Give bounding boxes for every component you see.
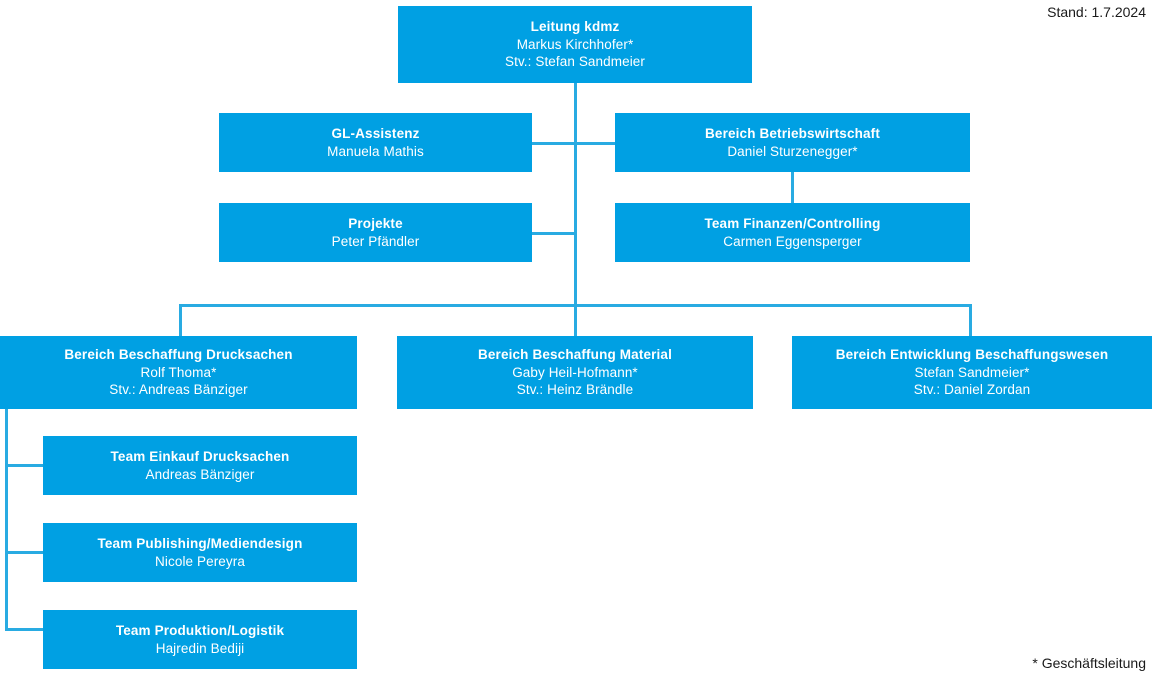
connector-branch-projekte bbox=[531, 232, 577, 235]
node-bereich-betriebswirtschaft[interactable]: Bereich Betriebswirtschaft Daniel Sturze… bbox=[615, 113, 970, 172]
node-gl-assistenz[interactable]: GL-Assistenz Manuela Mathis bbox=[219, 113, 532, 172]
connector-drop-drucksachen bbox=[179, 304, 182, 336]
node-team-finanzen-controlling[interactable]: Team Finanzen/Controlling Carmen Eggensp… bbox=[615, 203, 970, 262]
node-person: Nicole Pereyra bbox=[155, 553, 245, 569]
node-team-produktion-logistik[interactable]: Team Produktion/Logistik Hajredin Bediji bbox=[43, 610, 357, 669]
connector-trunk-main bbox=[574, 83, 577, 338]
node-bereich-beschaffung-drucksachen[interactable]: Bereich Beschaffung Drucksachen Rolf Tho… bbox=[0, 336, 357, 409]
node-title: Team Finanzen/Controlling bbox=[704, 215, 881, 231]
node-person: Peter Pfändler bbox=[331, 233, 420, 249]
node-deputy: Stv.: Daniel Zordan bbox=[913, 382, 1031, 398]
node-team-publishing-mediendesign[interactable]: Team Publishing/Mediendesign Nicole Pere… bbox=[43, 523, 357, 582]
node-deputy: Stv.: Andreas Bänziger bbox=[109, 382, 248, 398]
node-title: Team Einkauf Drucksachen bbox=[110, 448, 290, 464]
connector-branch-gl-assistenz bbox=[531, 142, 577, 145]
node-title: Team Produktion/Logistik bbox=[115, 622, 285, 638]
node-person: Gaby Heil-Hofmann* bbox=[512, 364, 638, 380]
connector-spine-drucksachen-teams bbox=[5, 409, 8, 631]
node-title: Bereich Betriebswirtschaft bbox=[705, 125, 880, 141]
connector-branch-betriebswirtschaft bbox=[574, 142, 618, 145]
connector-stub-team-produktion bbox=[5, 628, 44, 631]
node-title: Leitung kdmz bbox=[530, 18, 620, 34]
node-title: GL-Assistenz bbox=[331, 125, 420, 141]
stand-date-label: Stand: 1.7.2024 bbox=[1047, 4, 1146, 20]
node-bereich-entwicklung-beschaffungswesen[interactable]: Bereich Entwicklung Beschaffungswesen St… bbox=[792, 336, 1152, 409]
node-team-einkauf-drucksachen[interactable]: Team Einkauf Drucksachen Andreas Bänzige… bbox=[43, 436, 357, 495]
node-person: Daniel Sturzenegger* bbox=[727, 143, 858, 159]
node-title: Team Publishing/Mediendesign bbox=[97, 535, 303, 551]
node-title: Bereich Beschaffung Material bbox=[477, 346, 672, 362]
connector-stub-team-einkauf bbox=[5, 464, 44, 467]
connector-stub-team-publishing bbox=[5, 551, 44, 554]
node-person: Stefan Sandmeier* bbox=[914, 364, 1030, 380]
node-leitung-kdmz[interactable]: Leitung kdmz Markus Kirchhofer* Stv.: St… bbox=[398, 6, 752, 83]
legend-geschaeftsleitung-label: * Geschäftsleitung bbox=[1032, 655, 1146, 671]
node-projekte[interactable]: Projekte Peter Pfändler bbox=[219, 203, 532, 262]
node-person: Markus Kirchhofer* bbox=[516, 36, 634, 52]
node-title: Projekte bbox=[348, 215, 403, 231]
node-title: Bereich Entwicklung Beschaffungswesen bbox=[835, 346, 1109, 362]
node-bereich-beschaffung-material[interactable]: Bereich Beschaffung Material Gaby Heil-H… bbox=[397, 336, 753, 409]
connector-drop-entwicklung bbox=[969, 304, 972, 336]
node-person: Carmen Eggensperger bbox=[723, 233, 862, 249]
node-person: Andreas Bänziger bbox=[145, 466, 255, 482]
node-title: Bereich Beschaffung Drucksachen bbox=[64, 346, 293, 362]
connector-betriebswirtschaft-finanzen bbox=[791, 172, 794, 203]
node-deputy: Stv.: Stefan Sandmeier bbox=[504, 54, 646, 70]
connector-bus-bereiche bbox=[179, 304, 972, 307]
node-person: Hajredin Bediji bbox=[155, 640, 245, 656]
node-person: Rolf Thoma* bbox=[140, 364, 217, 380]
node-deputy: Stv.: Heinz Brändle bbox=[516, 382, 634, 398]
node-person: Manuela Mathis bbox=[327, 143, 424, 159]
